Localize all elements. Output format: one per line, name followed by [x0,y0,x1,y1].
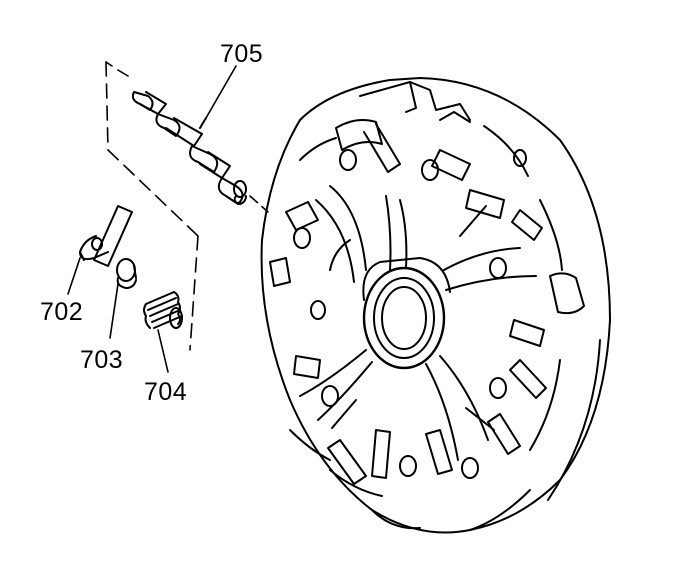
leader-705 [205,65,237,119]
leader-704 [157,329,169,373]
leader-703 [109,283,119,339]
spring-704 [143,291,183,329]
callout-704: 704 [144,378,188,406]
pump-body [260,77,611,534]
callout-702: 702 [40,298,84,326]
callout-705: 705 [220,40,264,68]
valve-spool-705 [131,91,247,205]
callout-703: 703 [80,346,124,374]
assembly-bracket-lines [105,61,269,351]
plug-703 [116,258,137,289]
leader-702 [67,257,81,295]
retainer-702 [79,205,133,267]
